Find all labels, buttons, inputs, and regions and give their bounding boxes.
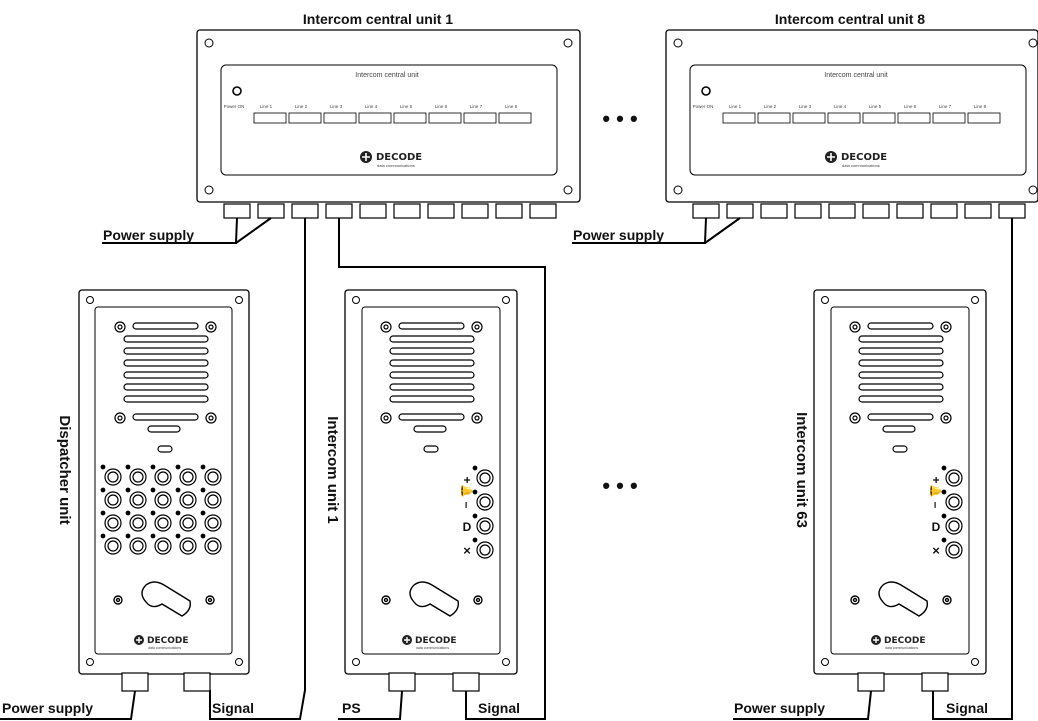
bell-icon: 🔔 — [929, 484, 942, 498]
dispatcher-signal-connector — [183, 672, 211, 692]
dispatcher-power-connector — [121, 672, 149, 692]
bell-icon: 🔔 — [460, 484, 473, 498]
central-unit-1: Intercom central unit 1 Intercom central… — [196, 11, 581, 219]
intercom-unit-1-label: Intercom unit 1 — [324, 416, 341, 524]
svg-text:DECODE: DECODE — [147, 636, 189, 646]
handset-handle-icon — [850, 581, 952, 617]
decode-logo: DECODE data communications — [134, 635, 189, 650]
power-supply-wiring-1 — [102, 217, 272, 244]
central-unit-8-title: Intercom central unit 8 — [775, 11, 925, 27]
svg-text:data communications: data communications — [885, 646, 918, 650]
central-unit-8: Intercom central unit 8 Intercom central… — [665, 11, 1038, 219]
cancel-key-label: × — [463, 543, 471, 558]
signal-wires — [209, 218, 1013, 720]
minus-icon: – — [929, 502, 943, 509]
line-label: Line 8 — [505, 104, 518, 109]
svg-text:data communications: data communications — [416, 646, 449, 650]
line-label: Line 7 — [470, 104, 483, 109]
screw-icon — [204, 38, 573, 195]
power-supply-label-central-1: Power supply — [103, 227, 194, 243]
plus-icon: + — [929, 476, 943, 483]
line-label: Line 2 — [764, 104, 777, 109]
plus-icon: + — [460, 476, 474, 483]
intercom-unit-63-signal-label: Signal — [946, 700, 988, 716]
line-slot-row: Line 1 Line 2 Line 3 Line 4 Line 5 Line … — [253, 104, 532, 124]
volume-symbols: + 🔔 – D × — [929, 476, 943, 558]
central-unit-1-title: Intercom central unit 1 — [303, 11, 453, 27]
line-label: Line 5 — [400, 104, 413, 109]
svg-text:DECODE: DECODE — [884, 636, 926, 646]
intercom-unit-1-ps-label: PS — [342, 700, 361, 716]
svg-text:DECODE: DECODE — [415, 636, 457, 646]
intercom-unit-63-signal-connector — [921, 672, 949, 692]
intercom-unit-1-buttons — [472, 465, 494, 559]
power-on-label: Power ON — [224, 104, 245, 109]
svg-text:data communications: data communications — [842, 163, 880, 168]
key-button-icon — [100, 464, 222, 555]
intercom-unit-1-signal-label: Signal — [478, 700, 520, 716]
power-supply-wiring-8 — [572, 217, 741, 244]
svg-text:DECODE: DECODE — [841, 152, 887, 163]
intercom-unit-1-signal-connector — [452, 672, 480, 692]
speaker-grille-icon — [849, 321, 952, 453]
power-led-icon — [232, 86, 242, 96]
central-panel-title: Intercom central unit — [355, 72, 418, 79]
ellipsis-intercom-units: • • • — [602, 473, 637, 498]
decode-logo: DECODE data communications — [825, 151, 887, 168]
dispatcher-signal-label: Signal — [212, 700, 254, 716]
speaker-grille-icon — [114, 321, 217, 453]
line-label: Line 5 — [869, 104, 882, 109]
svg-text:data communications: data communications — [377, 163, 415, 168]
intercom-unit-1-ps-connector — [388, 672, 416, 692]
line-slot-row: Line 1 Line 2 Line 3 Line 4 Line 5 Line … — [722, 104, 1001, 124]
line-label: Line 8 — [974, 104, 987, 109]
speaker-grille-icon — [380, 321, 483, 453]
ellipsis-central-units: • • • — [602, 106, 637, 131]
line-label: Line 2 — [295, 104, 308, 109]
line-label: Line 1 — [729, 104, 742, 109]
line-label: Line 6 — [904, 104, 917, 109]
decode-logo: DECODE data communications — [402, 635, 457, 650]
intercom-unit-63: + 🔔 – D × DECODE data communications Int… — [733, 289, 987, 720]
power-led-icon — [701, 86, 711, 96]
d-key-label: D — [463, 520, 472, 534]
volume-symbols: + 🔔 – D × — [460, 476, 474, 558]
line-label: Line 3 — [799, 104, 812, 109]
handset-handle-icon — [381, 581, 483, 617]
d-key-label: D — [932, 520, 941, 534]
central-unit-8-connectors — [692, 203, 1026, 219]
line-label: Line 4 — [834, 104, 847, 109]
screw-icon — [673, 38, 1038, 195]
decode-logo: DECODE data communications — [871, 635, 926, 650]
power-supply-label-central-8: Power supply — [573, 227, 664, 243]
intercom-unit-63-label: Intercom unit 63 — [793, 412, 810, 528]
intercom-unit-1: + 🔔 – D × DECODE data communications Int… — [324, 289, 518, 720]
dispatcher-power-supply-label: Power supply — [2, 700, 93, 716]
power-on-label: Power ON — [693, 104, 714, 109]
svg-text:data communications: data communications — [148, 646, 181, 650]
svg-text:DECODE: DECODE — [376, 152, 422, 163]
line-label: Line 4 — [365, 104, 378, 109]
intercom-unit-63-power-connector — [857, 672, 885, 692]
line-label: Line 6 — [435, 104, 448, 109]
decode-logo: DECODE data communications — [360, 151, 422, 168]
central-unit-1-connectors — [223, 203, 557, 219]
cancel-key-label: × — [932, 543, 940, 558]
line-label: Line 1 — [260, 104, 273, 109]
line-label: Line 3 — [330, 104, 343, 109]
central-panel-title: Intercom central unit — [824, 72, 887, 79]
intercom-unit-63-buttons — [941, 465, 963, 559]
dispatcher-keypad — [100, 464, 222, 555]
intercom-unit-63-power-supply-label: Power supply — [734, 700, 825, 716]
handset-handle-icon — [113, 581, 215, 617]
line-label: Line 7 — [939, 104, 952, 109]
minus-icon: – — [460, 502, 474, 509]
dispatcher-unit-label: Dispatcher unit — [56, 415, 73, 524]
dispatcher-unit: DECODE data communications Dispatcher un… — [0, 289, 250, 720]
